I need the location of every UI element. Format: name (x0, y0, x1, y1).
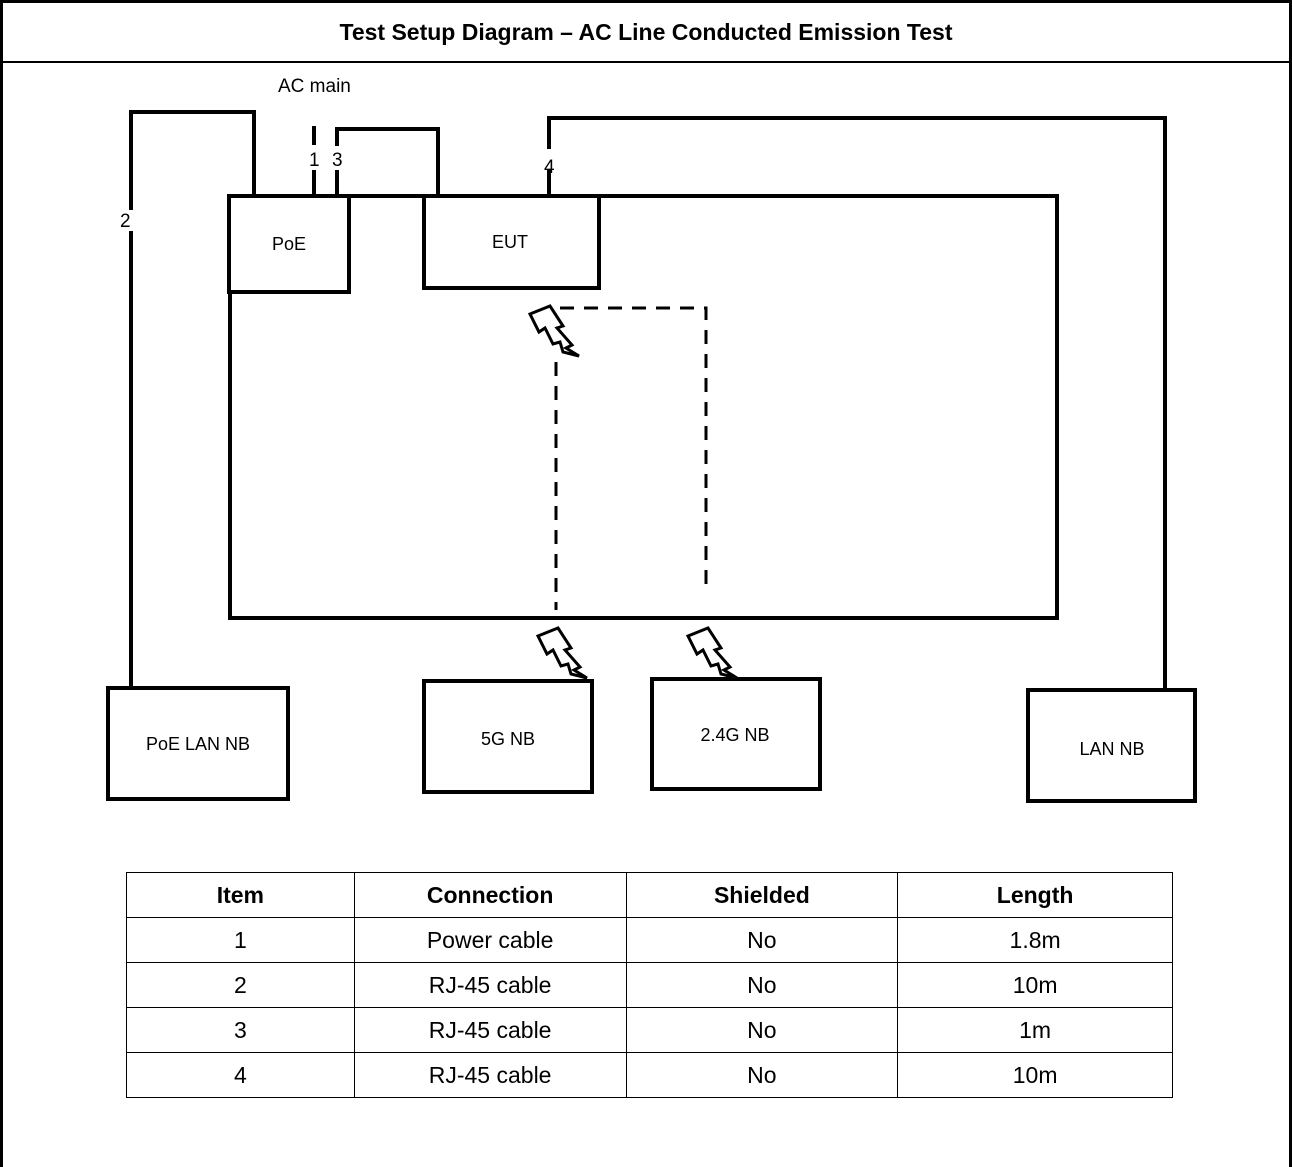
poe-box-label: PoE (272, 234, 306, 254)
setup-diagram: AC main 1 2 3 4 PoE EUT PoE LAN NB 5G NB… (106, 76, 1197, 803)
cell-shielded: No (625, 917, 899, 963)
cable-2-label: 2 (120, 211, 131, 232)
title-bar: Test Setup Diagram – AC Line Conducted E… (3, 3, 1289, 63)
header-shielded: Shielded (625, 872, 899, 918)
wireless-path-24g (560, 306, 708, 590)
cell-connection: RJ-45 cable (353, 1007, 627, 1053)
header-length: Length (897, 872, 1173, 918)
cell-length: 10m (897, 962, 1173, 1008)
page-title: Test Setup Diagram – AC Line Conducted E… (339, 18, 953, 45)
poe-box (227, 194, 351, 294)
poe-lan-nb-box (106, 686, 290, 801)
cell-item: 1 (126, 917, 355, 963)
cable-3 (335, 127, 440, 198)
table-row: 2 RJ-45 cable No 10m (126, 962, 1173, 1008)
nb-5g-label: 5G NB (481, 729, 535, 749)
lan-nb-label: LAN NB (1079, 739, 1144, 759)
table-row: 3 RJ-45 cable No 1m (126, 1007, 1173, 1053)
cable-1-label: 1 (309, 150, 320, 171)
table-row: 1 Power cable No 1.8m (126, 917, 1173, 963)
eut-box (422, 194, 601, 290)
poe-lan-nb-label: PoE LAN NB (146, 734, 250, 754)
nb-5g-box (422, 679, 594, 794)
header-connection: Connection (353, 872, 627, 918)
cable-2 (129, 110, 256, 690)
lightning-icon (535, 626, 588, 680)
lightning-icon (685, 626, 738, 680)
cell-connection: RJ-45 cable (353, 1052, 627, 1098)
ac-main-label: AC main (278, 76, 351, 97)
cell-shielded: No (625, 962, 899, 1008)
cell-item: 2 (126, 962, 355, 1008)
cell-connection: Power cable (353, 917, 627, 963)
cable-4 (547, 116, 1167, 692)
cable-table: Item Connection Shielded Length 1 Power … (126, 872, 1173, 1098)
header-item: Item (126, 872, 355, 918)
cell-shielded: No (625, 1007, 899, 1053)
cable-3-label: 3 (332, 150, 343, 171)
lightning-icon (527, 304, 580, 358)
test-table-outline (228, 194, 1059, 620)
cell-length: 1m (897, 1007, 1173, 1053)
table-header-row: Item Connection Shielded Length (126, 872, 1173, 918)
eut-box-label: EUT (492, 232, 528, 252)
lan-nb-box (1026, 688, 1197, 803)
cell-length: 1.8m (897, 917, 1173, 963)
table-row: 4 RJ-45 cable No 10m (126, 1052, 1173, 1098)
cell-length: 10m (897, 1052, 1173, 1098)
cell-item: 3 (126, 1007, 355, 1053)
cell-shielded: No (625, 1052, 899, 1098)
cell-connection: RJ-45 cable (353, 962, 627, 1008)
nb-24g-label: 2.4G NB (700, 725, 769, 745)
cable-4-label: 4 (544, 157, 555, 178)
cell-item: 4 (126, 1052, 355, 1098)
